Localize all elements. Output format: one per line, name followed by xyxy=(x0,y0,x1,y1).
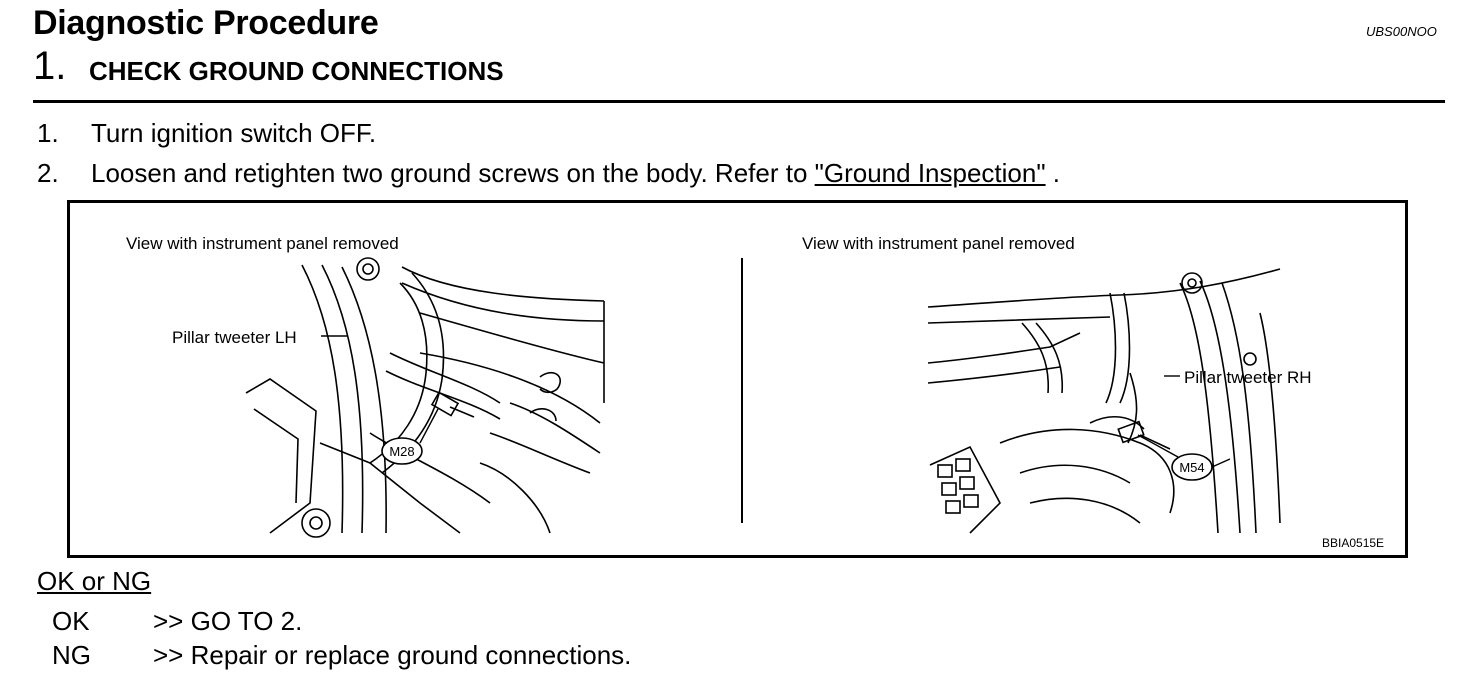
header-divider xyxy=(33,100,1445,103)
instruction-2-suffix: . xyxy=(1045,158,1061,188)
ground-location-figure: View with instrument panel removed Pilla… xyxy=(67,200,1408,558)
instruction-2-text: Loosen and retighten two ground screws o… xyxy=(91,158,815,188)
document-code: UBS00NOO xyxy=(1366,24,1437,39)
left-connector-leader xyxy=(419,408,439,444)
instruction-2: Loosen and retighten two ground screws o… xyxy=(91,158,1060,189)
result-ok-action: >> GO TO 2. xyxy=(153,606,303,636)
figure-illustration: View with instrument panel removed Pilla… xyxy=(126,234,1384,550)
instruction-2-number: 2. xyxy=(37,158,59,188)
ground-inspection-link[interactable]: "Ground Inspection" xyxy=(814,158,1046,188)
result-ng-action: >> Repair or replace ground connections. xyxy=(153,640,632,670)
left-connector-label: M28 xyxy=(389,444,414,459)
left-callout-label: Pillar tweeter LH xyxy=(172,328,297,347)
right-callout-label: Pillar tweeter RH xyxy=(1184,368,1312,387)
left-connector-badge xyxy=(381,437,423,465)
right-panel-drawing xyxy=(927,268,1281,534)
left-panel-drawing xyxy=(245,257,605,538)
left-panel-caption: View with instrument panel removed xyxy=(126,234,399,253)
instruction-1-number: 1. xyxy=(37,118,59,148)
right-connector-tail xyxy=(1211,458,1231,468)
right-connector-leader xyxy=(1137,434,1179,458)
right-panel-caption: View with instrument panel removed xyxy=(802,234,1075,253)
result-ng-key: NG xyxy=(52,640,91,670)
page-title: Diagnostic Procedure xyxy=(33,4,379,42)
instruction-1-text: Turn ignition switch OFF. xyxy=(91,118,377,148)
ok-ng-heading: OK or NG xyxy=(37,566,152,596)
figure-id: BBIA0515E xyxy=(1322,536,1384,550)
step-title: CHECK GROUND CONNECTIONS xyxy=(89,56,504,86)
right-connector-label: M54 xyxy=(1179,460,1204,475)
step-number: 1. xyxy=(33,44,67,88)
result-ok-key: OK xyxy=(52,606,90,636)
